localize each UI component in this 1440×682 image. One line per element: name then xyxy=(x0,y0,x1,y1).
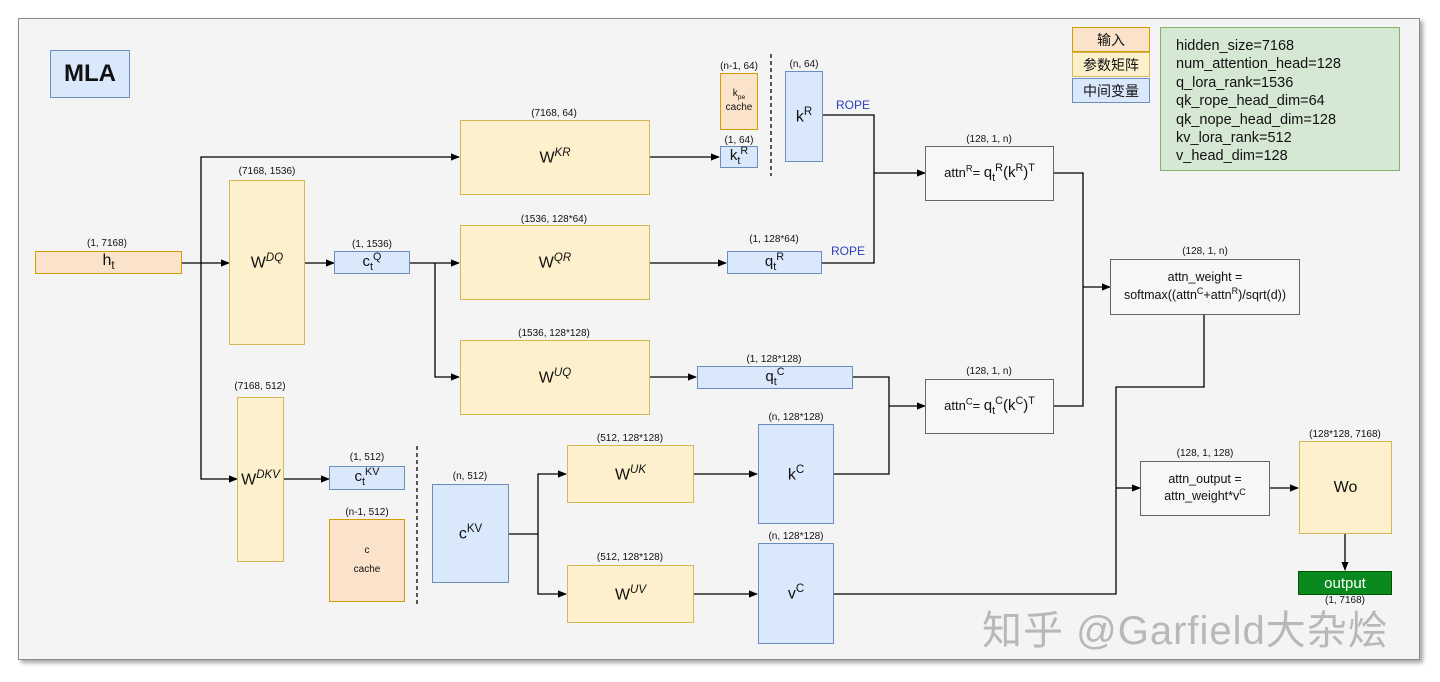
dim-ht: (1, 7168) xyxy=(86,238,128,249)
config-line: kv_lora_rank=512 xyxy=(1176,130,1292,147)
wire-ctq-wuq xyxy=(434,263,460,381)
node-attn-weight: attn_weight = softmax((attnC+attnR)/sqrt… xyxy=(1110,259,1300,315)
wire-attnr-weight xyxy=(1054,172,1084,407)
dim-qtr: (1, 128*64) xyxy=(749,234,799,245)
wire-qtc-attnc xyxy=(834,376,890,475)
dim-kpe-cache: (n-1, 64) xyxy=(720,61,758,72)
dim-kr: (n, 64) xyxy=(789,59,819,70)
dim-attnc: (128, 1, n) xyxy=(966,366,1012,377)
node-c-cache: c cache xyxy=(329,519,405,602)
node-qtc: qtC xyxy=(697,366,853,389)
node-ktr: ktR xyxy=(720,145,758,168)
legend-params: 参数矩阵 xyxy=(1072,52,1150,77)
node-wkr: WKR xyxy=(460,120,650,195)
dim-wuq: (1536, 128*128) xyxy=(518,328,590,339)
watermark: 知乎 @Garfield大杂烩 xyxy=(982,609,1389,653)
wire-ht-wdkv xyxy=(200,263,238,483)
config-line: qk_nope_head_dim=128 xyxy=(1176,111,1337,128)
dim-wdq: (7168, 1536) xyxy=(238,166,296,177)
dim-wuk: (512, 128*128) xyxy=(596,433,664,444)
node-wuk: WUK xyxy=(567,445,694,503)
dim-kc: (n, 128*128) xyxy=(768,412,824,423)
config-line: qk_rope_head_dim=64 xyxy=(1176,93,1325,110)
dim-wkr: (7168, 64) xyxy=(531,108,577,119)
node-attnr: attnR= qtR(kR)T xyxy=(925,146,1054,201)
dim-wqr: (1536, 128*64) xyxy=(520,214,588,225)
node-kpe-cache: kpe cache xyxy=(720,73,758,130)
node-ctkv: ctKV xyxy=(329,466,405,490)
node-wqr: WQR xyxy=(460,225,650,300)
dim-qtc: (1, 128*128) xyxy=(746,354,802,365)
node-wuv: WUV xyxy=(567,565,694,623)
legend-intermediate: 中间变量 xyxy=(1072,78,1150,103)
rope-label-kr: ROPE xyxy=(836,98,871,112)
dim-vc: (n, 128*128) xyxy=(768,531,824,542)
wire-ht-wkr xyxy=(200,153,460,263)
config-line: hidden_size=7168 xyxy=(1176,38,1295,54)
dim-attn-weight: (128, 1, n) xyxy=(1182,246,1228,257)
node-qtr: qtR xyxy=(727,251,822,274)
node-output: output xyxy=(1298,571,1392,595)
dim-ctq: (1, 1536) xyxy=(351,239,393,250)
node-wdkv: WDKV xyxy=(237,397,284,562)
node-wdq: WDQ xyxy=(229,180,305,345)
wire-kr-attnr xyxy=(822,114,875,264)
node-ht: ht xyxy=(35,251,182,274)
node-ctq: ctQ xyxy=(334,251,410,274)
wire-ckv-wuv xyxy=(537,534,567,598)
dim-attn-output: (128, 1, 128) xyxy=(1176,448,1234,459)
dim-wuv: (512, 128*128) xyxy=(596,552,664,563)
config-panel: hidden_size=7168 num_attention_head=128 … xyxy=(1160,27,1400,171)
legend-input: 输入 xyxy=(1072,27,1150,52)
rope-label-qtr: ROPE xyxy=(831,244,866,258)
node-wuq: WUQ xyxy=(460,340,650,415)
page-title: MLA xyxy=(50,50,130,98)
dim-ktr: (1, 64) xyxy=(724,135,754,146)
node-attn-output: attn_output = attn_weight*vC xyxy=(1140,461,1270,516)
wire-ckv-wuk xyxy=(537,470,567,534)
wire-weight-output xyxy=(834,315,1205,595)
node-ckv: cKV xyxy=(432,484,509,583)
dim-ctkv: (1, 512) xyxy=(349,452,385,463)
dim-wdkv: (7168, 512) xyxy=(234,381,286,392)
node-kr: kR xyxy=(785,71,823,162)
dim-c-cache: (n-1, 512) xyxy=(345,507,389,518)
config-line: v_head_dim=128 xyxy=(1176,148,1288,165)
node-vc: vC xyxy=(758,543,834,644)
dim-attnr: (128, 1, n) xyxy=(966,134,1012,145)
node-kc: kC xyxy=(758,424,834,524)
config-line: q_lora_rank=1536 xyxy=(1176,74,1294,91)
dim-ckv: (n, 512) xyxy=(452,471,488,482)
node-attnc: attnC= qtC(kC)T xyxy=(925,379,1054,434)
node-wo: Wo xyxy=(1299,441,1392,534)
dim-wo: (128*128, 7168) xyxy=(1309,429,1381,440)
dim-output: (1, 7168) xyxy=(1324,595,1366,606)
config-line: num_attention_head=128 xyxy=(1176,56,1341,73)
